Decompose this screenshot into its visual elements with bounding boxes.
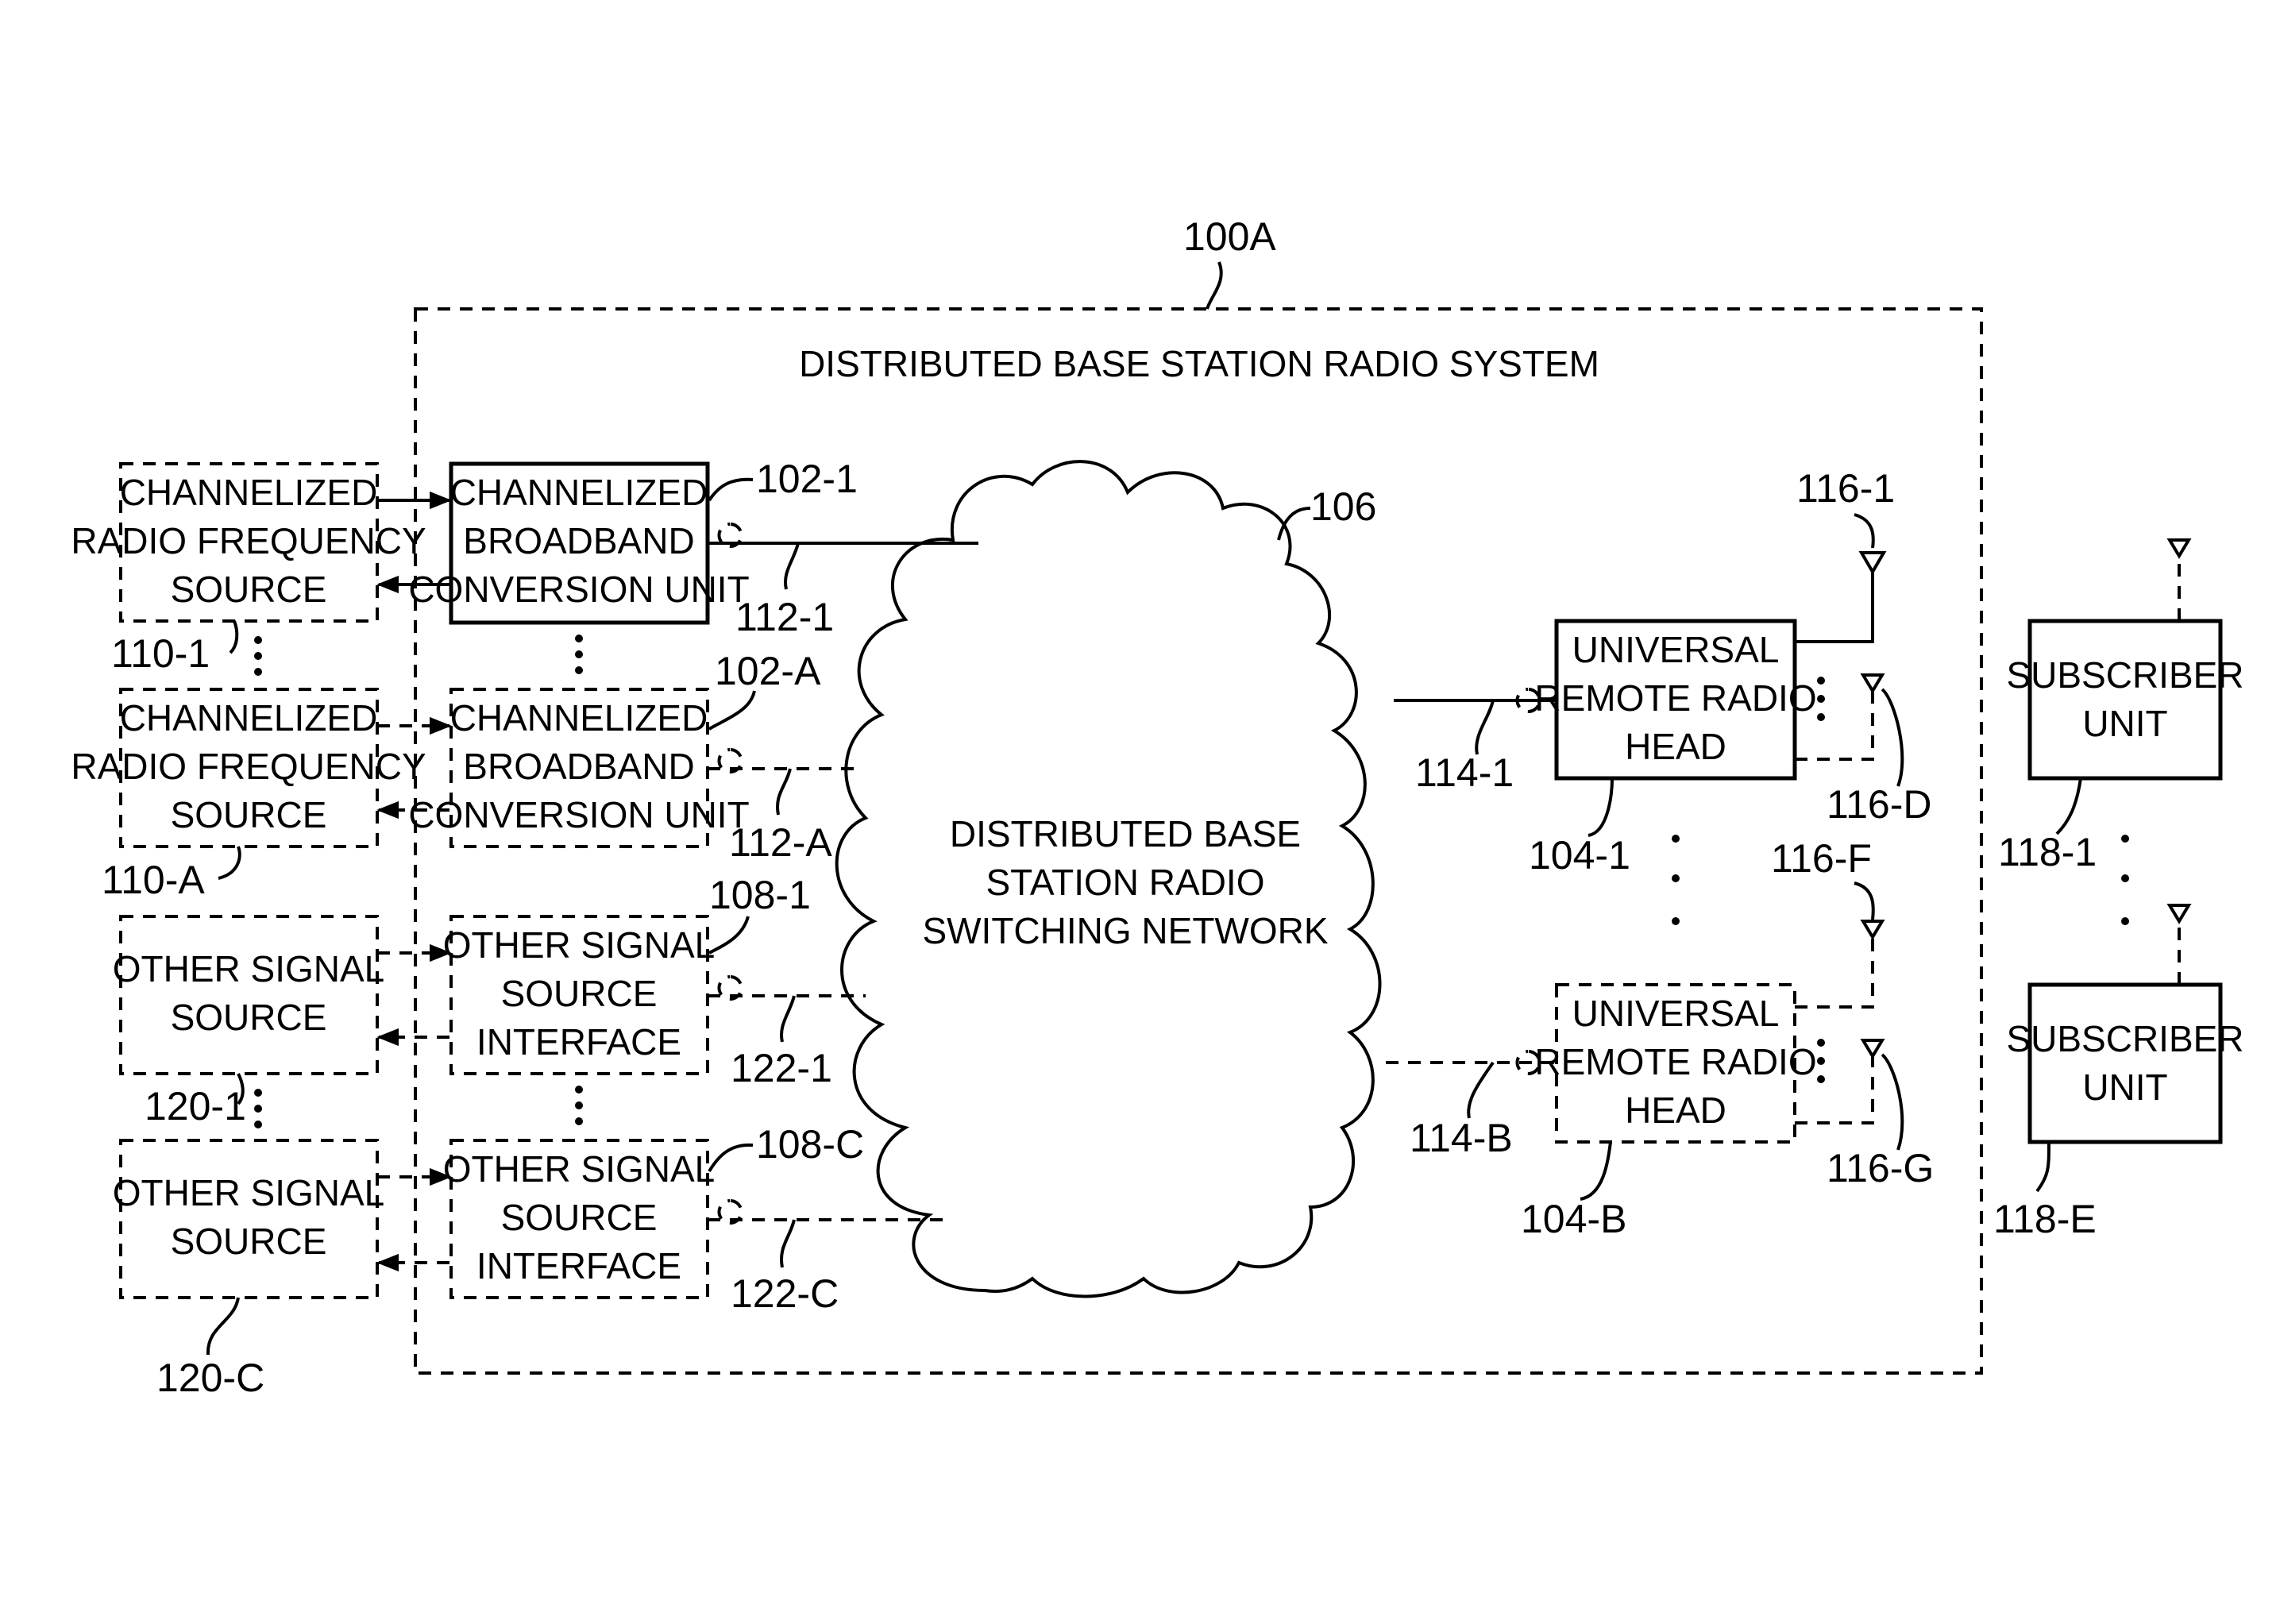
radio-head-104-B-line-3: HEAD [1625,1090,1726,1131]
unit-102-A-line-2: BROADBAND [463,746,694,787]
source-120-1-line-1: OTHER SIGNAL [113,948,385,989]
radio-head-104-1-line-1: UNIVERSAL [1572,629,1780,670]
unit-ref-102-1: 102-1 [756,457,858,501]
antenna-ref-116-1: 116-1 [1796,466,1895,511]
subscriber-ellipsis [2121,835,2129,925]
radio-head-ref-104-B: 104-B [1521,1197,1626,1241]
source-110-1-line-1: CHANNELIZED [120,472,378,513]
unit-108-1-line-1: OTHER SIGNAL [443,924,716,966]
system-ref-leader [1207,262,1221,309]
source-120-C-line-2: SOURCE [171,1221,327,1262]
network-radio-head-links [1386,689,1557,1074]
link-ref-114-B: 114-B [1410,1116,1513,1160]
unit-108-1-line-2: SOURCE [501,973,658,1014]
subscriber-box-118-E [2030,985,2220,1142]
subscriber-ref-118-E: 118-E [1993,1197,2097,1241]
link-ref-112-A: 112-A [729,820,832,865]
unit-ref-102-A: 102-A [715,649,821,693]
unit-ref-108-1: 108-1 [709,873,811,917]
source-110-1-line-3: SOURCE [171,569,327,610]
unit-108-C-line-1: OTHER SIGNAL [443,1148,716,1190]
link-ref-122-1: 122-1 [731,1046,832,1090]
unit-102-1-line-3: CONVERSION UNIT [408,569,749,610]
link-ref-122-C: 122-C [731,1271,839,1316]
antenna-ref-116-G: 116-G [1827,1146,1934,1190]
unit-108-C-line-2: SOURCE [501,1197,658,1238]
system-ref: 100A [1183,214,1276,259]
radio-head-104-B-line-1: UNIVERSAL [1572,993,1780,1034]
unit-102-1-line-2: BROADBAND [463,520,694,561]
source-110-A-line-1: CHANNELIZED [120,697,378,739]
subscriber-118-1-line-1: SUBSCRIBER [2006,654,2243,696]
unit-108-C-line-3: INTERFACE [476,1245,681,1286]
unit-102-A-line-1: CHANNELIZED [450,697,708,739]
source-110-1-line-2: RADIO FREQUENCY [71,520,426,561]
source-ref-120-1: 120-1 [145,1084,246,1128]
antenna-ref-leaders [1854,515,1902,1150]
source-box-120-C [121,1140,377,1298]
unit-108-1-line-3: INTERFACE [476,1021,681,1063]
network-label-2: STATION RADIO [986,862,1265,903]
source-120-1-line-2: SOURCE [171,997,327,1038]
source-110-A-line-2: RADIO FREQUENCY [71,746,426,787]
source-ref-120-C: 120-C [156,1356,264,1400]
antenna-ref-116-F: 116-F [1771,836,1872,881]
radio-head-ref-104-1: 104-1 [1529,833,1630,878]
unit-ref-108-C: 108-C [756,1122,864,1167]
network-label-3: SWITCHING NETWORK [922,910,1328,951]
network-ref: 106 [1310,484,1376,529]
source-120-C-line-1: OTHER SIGNAL [113,1172,385,1213]
unit-102-1-line-1: CHANNELIZED [450,472,708,513]
antenna-ref-116-D: 116-D [1827,782,1931,827]
source-unit-arrows [377,500,449,1263]
subscriber-ref-118-1: 118-1 [1998,830,2097,874]
subscriber-118-E-line-2: UNIT [2082,1067,2167,1108]
link-ref-114-1: 114-1 [1415,750,1514,795]
unit-102-A-line-3: CONVERSION UNIT [408,794,749,835]
network-ref-leader [1279,508,1310,540]
link-ref-112-1: 112-1 [735,595,834,639]
subscriber-118-1-line-2: UNIT [2082,703,2167,744]
subscriber-box-118-1 [2030,621,2220,778]
source-110-A-line-3: SOURCE [171,794,327,835]
radio-head-104-1-line-3: HEAD [1625,726,1726,767]
radio-head-104-B-line-2: REMOTE RADIO [1534,1041,1816,1082]
radio-head-104-1-line-2: REMOTE RADIO [1534,677,1816,719]
source-ref-110-A: 110-A [102,858,205,902]
source-ref-110-1: 110-1 [111,631,210,676]
network-label-1: DISTRIBUTED BASE [950,813,1301,854]
source-box-120-1 [121,916,377,1074]
system-title: DISTRIBUTED BASE STATION RADIO SYSTEM [799,343,1599,384]
subscriber-118-E-line-1: SUBSCRIBER [2006,1018,2243,1059]
